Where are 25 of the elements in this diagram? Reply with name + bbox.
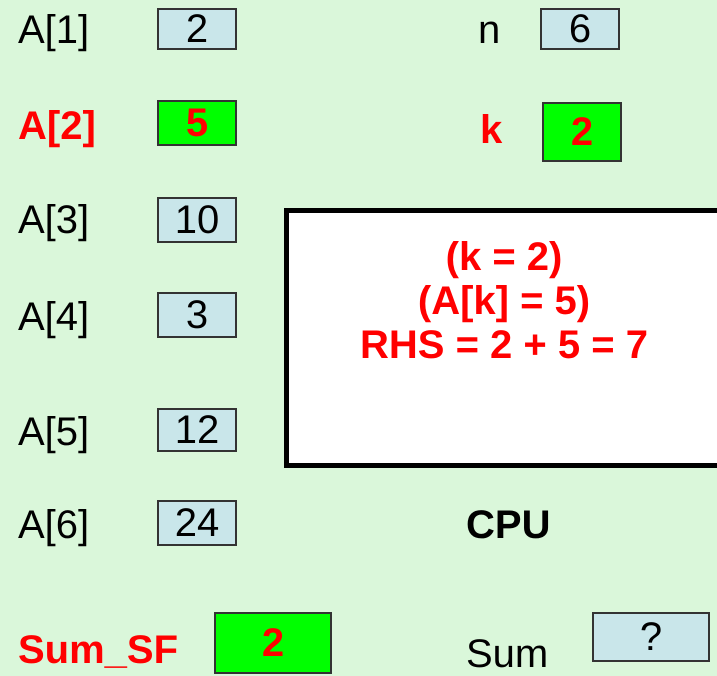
- variable-label: n: [478, 10, 500, 50]
- value-box: 6: [540, 8, 620, 50]
- variable-label: A[4]: [18, 297, 90, 337]
- value-box: 3: [157, 292, 237, 338]
- variable-label: A[3]: [18, 200, 90, 240]
- highlighted-value-box: 5: [157, 100, 237, 146]
- variable-label: Sum: [466, 634, 548, 674]
- value-box: 2: [157, 8, 237, 50]
- variable-label: A[1]: [18, 10, 90, 50]
- value-box: 12: [157, 408, 237, 452]
- value-box: 24: [157, 500, 237, 546]
- highlighted-variable-label: A[2]: [18, 106, 96, 146]
- variable-label: A[5]: [18, 412, 90, 452]
- highlighted-variable-label: k: [480, 110, 502, 150]
- value-box: ?: [592, 612, 710, 662]
- equation-text: (k = 2): [446, 235, 562, 279]
- equation-text: (A[k] = 5): [418, 279, 590, 323]
- cpu-panel: [284, 208, 717, 468]
- variable-label: A[6]: [18, 505, 90, 545]
- highlighted-value-box: 2: [542, 102, 622, 162]
- highlighted-value-box: 2: [214, 612, 332, 674]
- highlighted-variable-label: Sum_SF: [18, 630, 178, 670]
- value-box: 10: [157, 197, 237, 243]
- equation-text: RHS = 2 + 5 = 7: [360, 323, 648, 367]
- cpu-label: CPU: [466, 505, 550, 545]
